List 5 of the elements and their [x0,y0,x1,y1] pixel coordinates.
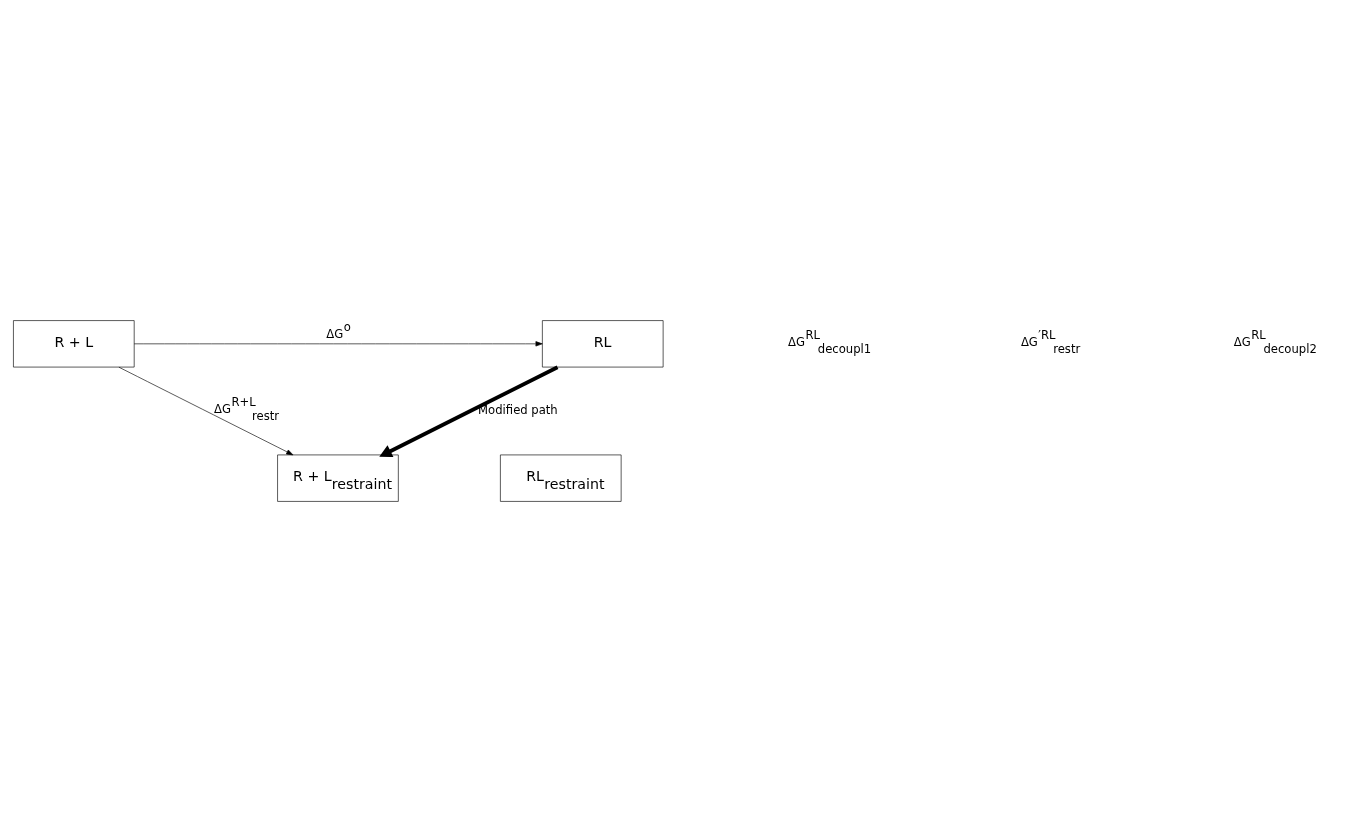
arrow [133,341,543,347]
arrow [118,366,294,456]
node-box: R + L [13,320,135,368]
arrow [379,365,559,458]
node-box: RL [542,320,664,368]
